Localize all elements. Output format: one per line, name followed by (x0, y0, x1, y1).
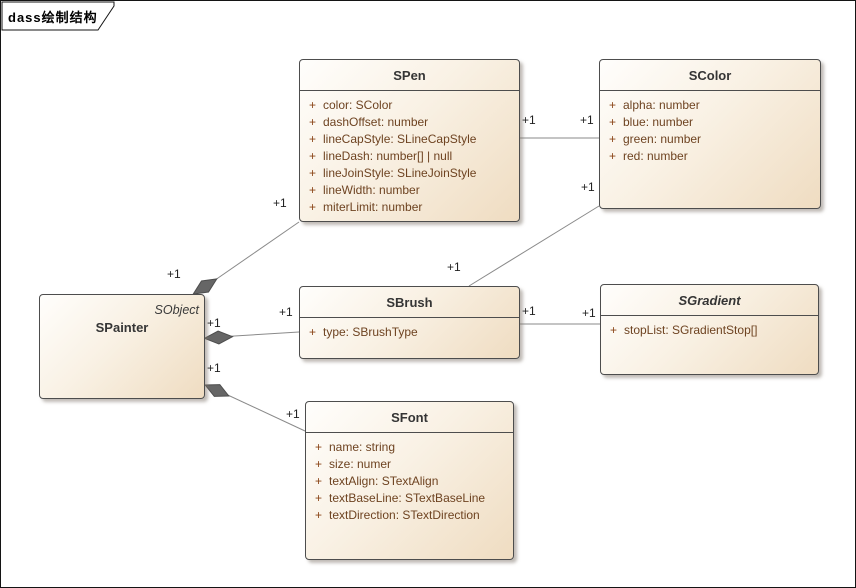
visibility-symbol: + (609, 97, 617, 112)
attribute-text: lineDash: number[] | null (323, 148, 453, 163)
attribute-row: + type: SBrushType (300, 323, 519, 340)
visibility-symbol: + (309, 182, 317, 197)
class-spainter[interactable]: SObject SPainter (39, 294, 205, 399)
class-title: SFont (306, 402, 513, 433)
attribute-text: blue: number (623, 114, 694, 129)
visibility-symbol: + (609, 114, 617, 129)
class-annotation: SObject (154, 303, 199, 317)
class-title: SGradient (601, 285, 818, 316)
multiplicity-label: +1 (279, 305, 293, 319)
attribute-text: color: SColor (323, 97, 393, 112)
multiplicity-label: +1 (273, 196, 287, 210)
attribute-row: + textDirection: STextDirection (306, 506, 513, 523)
attribute-list: + alpha: number + blue: number + green: … (600, 91, 820, 164)
visibility-symbol: + (309, 131, 317, 146)
attribute-row: + lineCapStyle: SLineCapStyle (300, 130, 519, 147)
attribute-row: + alpha: number (600, 96, 820, 113)
visibility-symbol: + (315, 507, 323, 522)
class-sgradient[interactable]: SGradient + stopList: SGradientStop[] (600, 284, 819, 375)
attribute-row: + size: numer (306, 455, 513, 472)
attribute-row: + color: SColor (300, 96, 519, 113)
multiplicity-label: +1 (582, 306, 596, 320)
visibility-symbol: + (315, 456, 323, 471)
class-title: SPen (300, 60, 519, 91)
attribute-row: + textAlign: STextAlign (306, 472, 513, 489)
multiplicity-label: +1 (207, 316, 221, 330)
attribute-row: + textBaseLine: STextBaseLine (306, 489, 513, 506)
class-scolor[interactable]: SColor + alpha: number + blue: number + … (599, 59, 821, 209)
visibility-symbol: + (309, 148, 317, 163)
edge-spainter-spen[interactable] (204, 221, 300, 288)
visibility-symbol: + (309, 114, 317, 129)
visibility-symbol: + (309, 199, 317, 214)
attribute-text: size: numer (329, 456, 392, 471)
attribute-list: + color: SColor + dashOffset: number + l… (300, 91, 519, 215)
attribute-text: textAlign: STextAlign (329, 473, 439, 488)
multiplicity-label: +1 (522, 304, 536, 318)
attribute-list: + type: SBrushType (300, 318, 519, 340)
visibility-symbol: + (309, 97, 317, 112)
multiplicity-label: +1 (580, 113, 594, 127)
visibility-symbol: + (315, 439, 323, 454)
attribute-row: + dashOffset: number (300, 113, 519, 130)
attribute-row: + red: number (600, 147, 820, 164)
frame-title: dass绘制结构 (8, 10, 98, 25)
attribute-row: + lineJoinStyle: SLineJoinStyle (300, 164, 519, 181)
attribute-text: lineWidth: number (323, 182, 420, 197)
attribute-text: type: SBrushType (323, 324, 418, 339)
composition-diamond-icon[interactable] (203, 330, 234, 345)
visibility-symbol: + (609, 148, 617, 163)
attribute-row: + lineDash: number[] | null (300, 147, 519, 164)
composition-diamond-icon[interactable] (204, 384, 230, 397)
attribute-text: green: number (623, 131, 702, 146)
attribute-text: textDirection: STextDirection (329, 507, 480, 522)
attribute-text: dashOffset: number (323, 114, 429, 129)
multiplicity-label: +1 (581, 180, 595, 194)
edge-sbrush-scolor[interactable] (468, 205, 600, 287)
visibility-symbol: + (309, 165, 317, 180)
multiplicity-label: +1 (286, 407, 300, 421)
attribute-row: + blue: number (600, 113, 820, 130)
visibility-symbol: + (315, 473, 323, 488)
visibility-symbol: + (610, 322, 618, 337)
multiplicity-label: +1 (167, 267, 181, 281)
attribute-row: + miterLimit: number (300, 198, 519, 215)
composition-diamond-icon[interactable] (192, 278, 218, 295)
attribute-text: miterLimit: number (323, 199, 423, 214)
class-title: SBrush (300, 287, 519, 318)
attribute-list: + name: string + size: numer + textAlign… (306, 433, 513, 523)
class-title: SPainter (95, 320, 149, 335)
attribute-text: textBaseLine: STextBaseLine (329, 490, 486, 505)
attribute-row: + stopList: SGradientStop[] (601, 321, 818, 338)
attribute-text: lineJoinStyle: SLineJoinStyle (323, 165, 477, 180)
visibility-symbol: + (609, 131, 617, 146)
multiplicity-label: +1 (447, 260, 461, 274)
attribute-row: + lineWidth: number (300, 181, 519, 198)
class-sbrush[interactable]: SBrush + type: SBrushType (299, 286, 520, 359)
attribute-text: lineCapStyle: SLineCapStyle (323, 131, 477, 146)
attribute-list: + stopList: SGradientStop[] (601, 316, 818, 338)
visibility-symbol: + (315, 490, 323, 505)
frame-tab-shape (1, 1, 115, 31)
attribute-text: name: string (329, 439, 396, 454)
attribute-row: + name: string (306, 438, 513, 455)
attribute-row: + green: number (600, 130, 820, 147)
multiplicity-label: +1 (207, 361, 221, 375)
class-spen[interactable]: SPen + color: SColor + dashOffset: numbe… (299, 59, 520, 222)
class-title: SColor (600, 60, 820, 91)
multiplicity-label: +1 (522, 113, 536, 127)
attribute-text: red: number (623, 148, 688, 163)
attribute-text: alpha: number (623, 97, 700, 112)
attribute-text: stopList: SGradientStop[] (624, 322, 758, 337)
visibility-symbol: + (309, 324, 317, 339)
class-sfont[interactable]: SFont + name: string + size: numer + tex… (305, 401, 514, 560)
edge-spainter-sfont[interactable] (216, 389, 306, 432)
